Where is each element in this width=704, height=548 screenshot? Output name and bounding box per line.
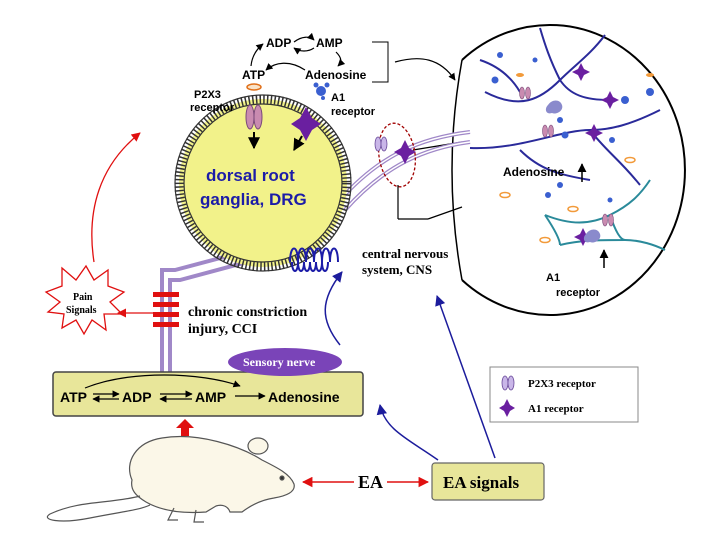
zoom-vesicles [491,52,654,244]
top-adp-label: ADP [266,36,291,50]
zoom-adenosine-label: Adenosine [503,165,565,179]
bottom-adenosine-label: Adenosine [268,389,340,405]
pain-label-line1: Pain [73,292,93,303]
top-atp-label: ATP [242,68,265,82]
zoom-neuron-middle [469,109,661,186]
top-atp-cycle: ADP AMP ATP Adenosine [242,32,456,83]
drg-p2x3-receptor [245,104,263,130]
ea-signals-box [431,462,545,501]
legend-a1-icon [499,399,515,417]
zoom-a1-label-line2: receptor [556,287,601,299]
p2x3-label-line1: P2X3 [194,89,221,101]
legend-p2x3-label: P2X3 receptor [528,378,596,390]
bottom-amp-label: AMP [195,389,226,405]
rat-illustration [47,435,295,523]
bottom-adp-label: ADP [122,389,152,405]
zoom-a1-label-line1: A1 [546,272,560,284]
adenosine-molecule-icon [313,82,330,100]
cci-label-line2: injury, CCI [188,322,257,337]
p2x3-label-line2: receptor [190,102,235,114]
ea-label: EA [358,472,383,492]
top-amp-label: AMP [316,36,343,50]
nerve-receptors [374,136,416,164]
zoom-a1-receptors [572,63,619,246]
cci-label-line1: chronic constriction [188,305,307,320]
zoom-p2x3-receptors [519,86,614,227]
a1-label-line1: A1 [331,92,345,104]
bottom-atp-label: ATP [60,389,87,405]
bottom-cycle-arrows [84,374,266,403]
a1-label-line2: receptor [331,106,376,118]
ea-signals-label: EA signals [443,473,519,492]
legend-box [489,366,639,423]
zoom-synapse-panel: Adenosine A1 receptor [451,24,686,316]
pain-signals-burst [44,264,126,336]
sensory-nerve-badge [228,348,342,376]
drg-label-line1: dorsal root [206,166,295,185]
pain-label-line2: Signals [66,305,97,316]
sensory-nerve-label: Sensory nerve [243,355,316,369]
cci-ligature-icon [153,292,179,327]
drg-coil-receptor [289,247,339,272]
legend-p2x3-icon [501,375,515,391]
zoom-neuron-top [479,27,611,103]
cns-label-line1: central nervous [362,246,448,261]
legend-a1-label: A1 receptor [528,403,584,415]
cns-label-line2: system, CNS [362,262,432,277]
ea-pathway-arrows [324,271,496,461]
top-adenosine-label: Adenosine [305,68,367,82]
zoom-circle-outline [461,24,686,316]
drg-label-line2: ganglia, DRG [200,190,307,209]
extracellular-cycle-box [52,371,364,417]
rat-to-box-arrow [176,419,194,436]
pain-arrow [91,132,141,263]
drg-a1-receptor [291,107,321,141]
